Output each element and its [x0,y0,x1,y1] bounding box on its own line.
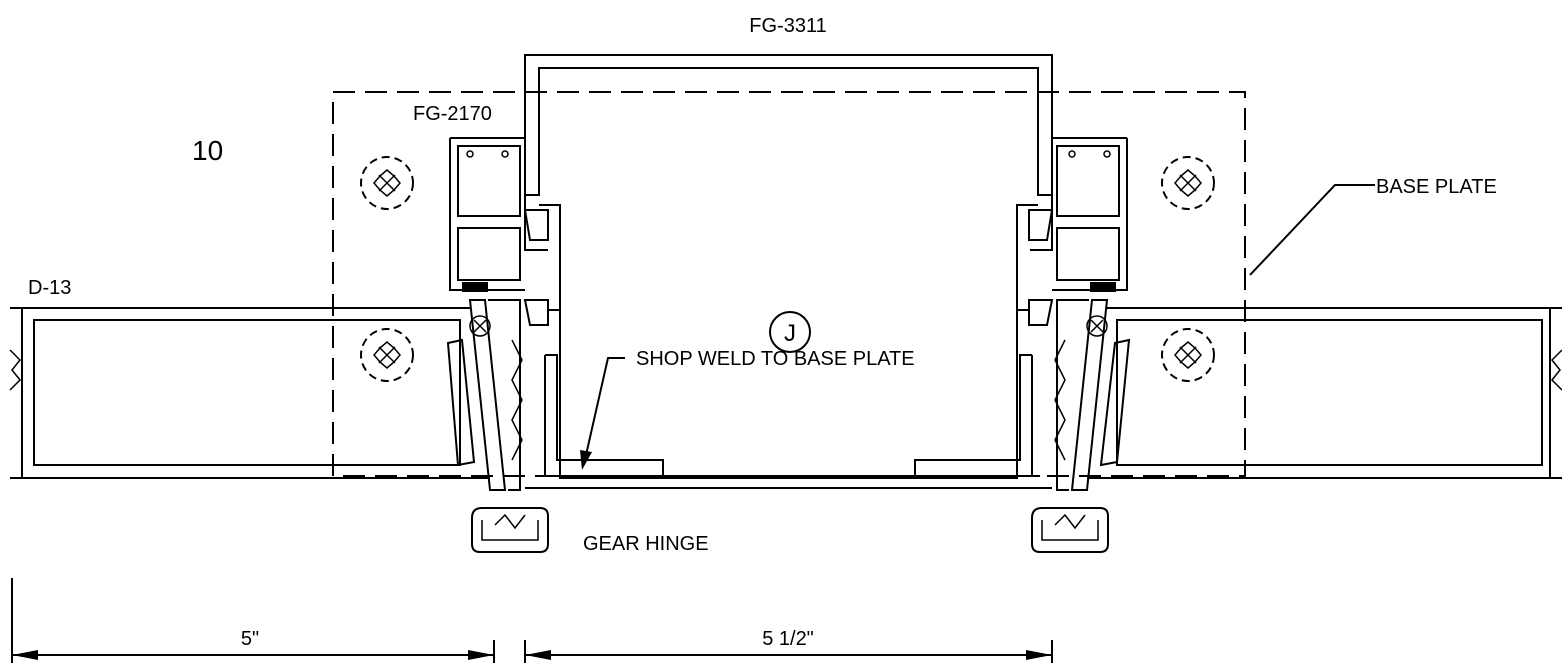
left-dimension-label: 5" [241,628,259,650]
detail-number: 10 [192,135,223,166]
right-gasket [1090,282,1116,292]
right-hinge-knuckle [1031,507,1109,553]
screw-icon [360,156,414,210]
left-hinge-leaf [468,299,523,491]
base-plate-outline [332,91,1246,477]
left-dimension: 5" [11,578,495,663]
left-part-label: FG-2170 [413,103,492,125]
left-gasket [462,282,488,292]
section-marker-label: J [784,320,796,347]
screw-icon [469,315,491,337]
gear-hinge-label: GEAR HINGE [583,533,709,555]
weld-leader [585,357,625,456]
right-hinge-leaf [1054,299,1109,491]
left-hinge-knuckle [471,507,549,553]
weld-brackets [525,354,1052,489]
right-frame-profile [1028,137,1128,326]
section-marker-circle [769,311,811,353]
left-frame-profile [449,137,549,326]
base-plate-label: BASE PLATE [1376,176,1497,198]
weld-leader-arrow [580,450,592,470]
base-plate-leader [1249,184,1375,276]
left-door-profile [9,307,490,479]
right-door-profile [1087,307,1562,479]
top-part-label: FG-3311 [749,15,826,37]
right-dimension-label: 5 1/2" [762,628,814,650]
top-tube-profile [524,54,1053,479]
screw-icon [1086,315,1108,337]
screw-icon [1161,328,1215,382]
door-part-label: D-13 [28,277,71,299]
screw-icon [1161,156,1215,210]
right-dimension: 5 1/2" [524,628,1053,663]
screw-icon [360,328,414,382]
weld-note: SHOP WELD TO BASE PLATE [636,348,915,370]
